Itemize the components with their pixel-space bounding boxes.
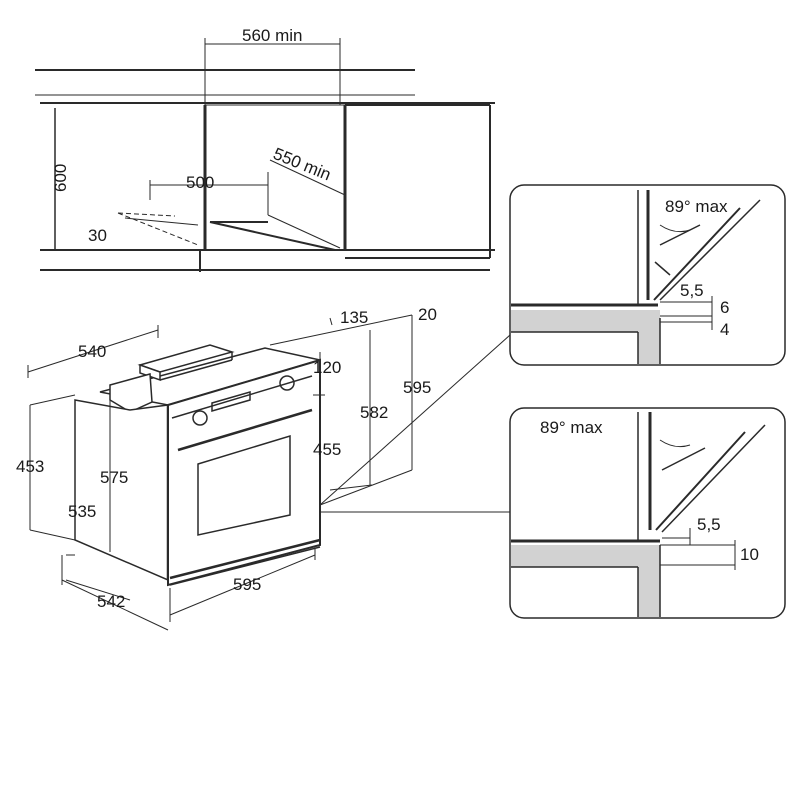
label-panel-depth: 135 — [340, 308, 368, 327]
label-gap-top: 5,5 — [680, 281, 704, 300]
label-depth: 550 min — [271, 144, 334, 184]
label-height-total: 595 — [403, 378, 431, 397]
label-vent: 30 — [88, 226, 107, 245]
label-inner-width: 500 — [186, 173, 214, 192]
label-step-b: 4 — [720, 320, 729, 339]
label-depth-top: 540 — [78, 342, 106, 361]
label-bottom-depth: 542 — [97, 592, 125, 611]
cabinet-niche — [35, 69, 495, 272]
label-gap-bottom: 5,5 — [697, 515, 721, 534]
label-panel-height: 120 — [313, 358, 341, 377]
label-step-a: 6 — [720, 298, 729, 317]
label-side-height: 453 — [16, 457, 44, 476]
label-angle-bottom: 89° max — [540, 418, 603, 437]
label-step-bottom: 10 — [740, 545, 759, 564]
label-side-height-2: 575 — [100, 468, 128, 487]
label-top-width: 560 min — [242, 26, 302, 45]
label-height-front: 582 — [360, 403, 388, 422]
label-angle-top: 89° max — [665, 197, 728, 216]
label-front-width: 595 — [233, 575, 261, 594]
label-panel-offset: 20 — [418, 305, 437, 324]
detail-box-bottom: 89° max 5,5 10 — [509, 407, 786, 619]
label-side-height-3: 535 — [68, 502, 96, 521]
oven-dimension-lines — [27, 314, 511, 631]
label-height-door: 455 — [313, 440, 341, 459]
detail-box-top: 89° max 5,5 6 4 — [509, 184, 786, 366]
oven-body — [74, 344, 321, 587]
label-height: 600 — [51, 164, 70, 192]
cabinet-dimension-lines — [54, 38, 346, 250]
